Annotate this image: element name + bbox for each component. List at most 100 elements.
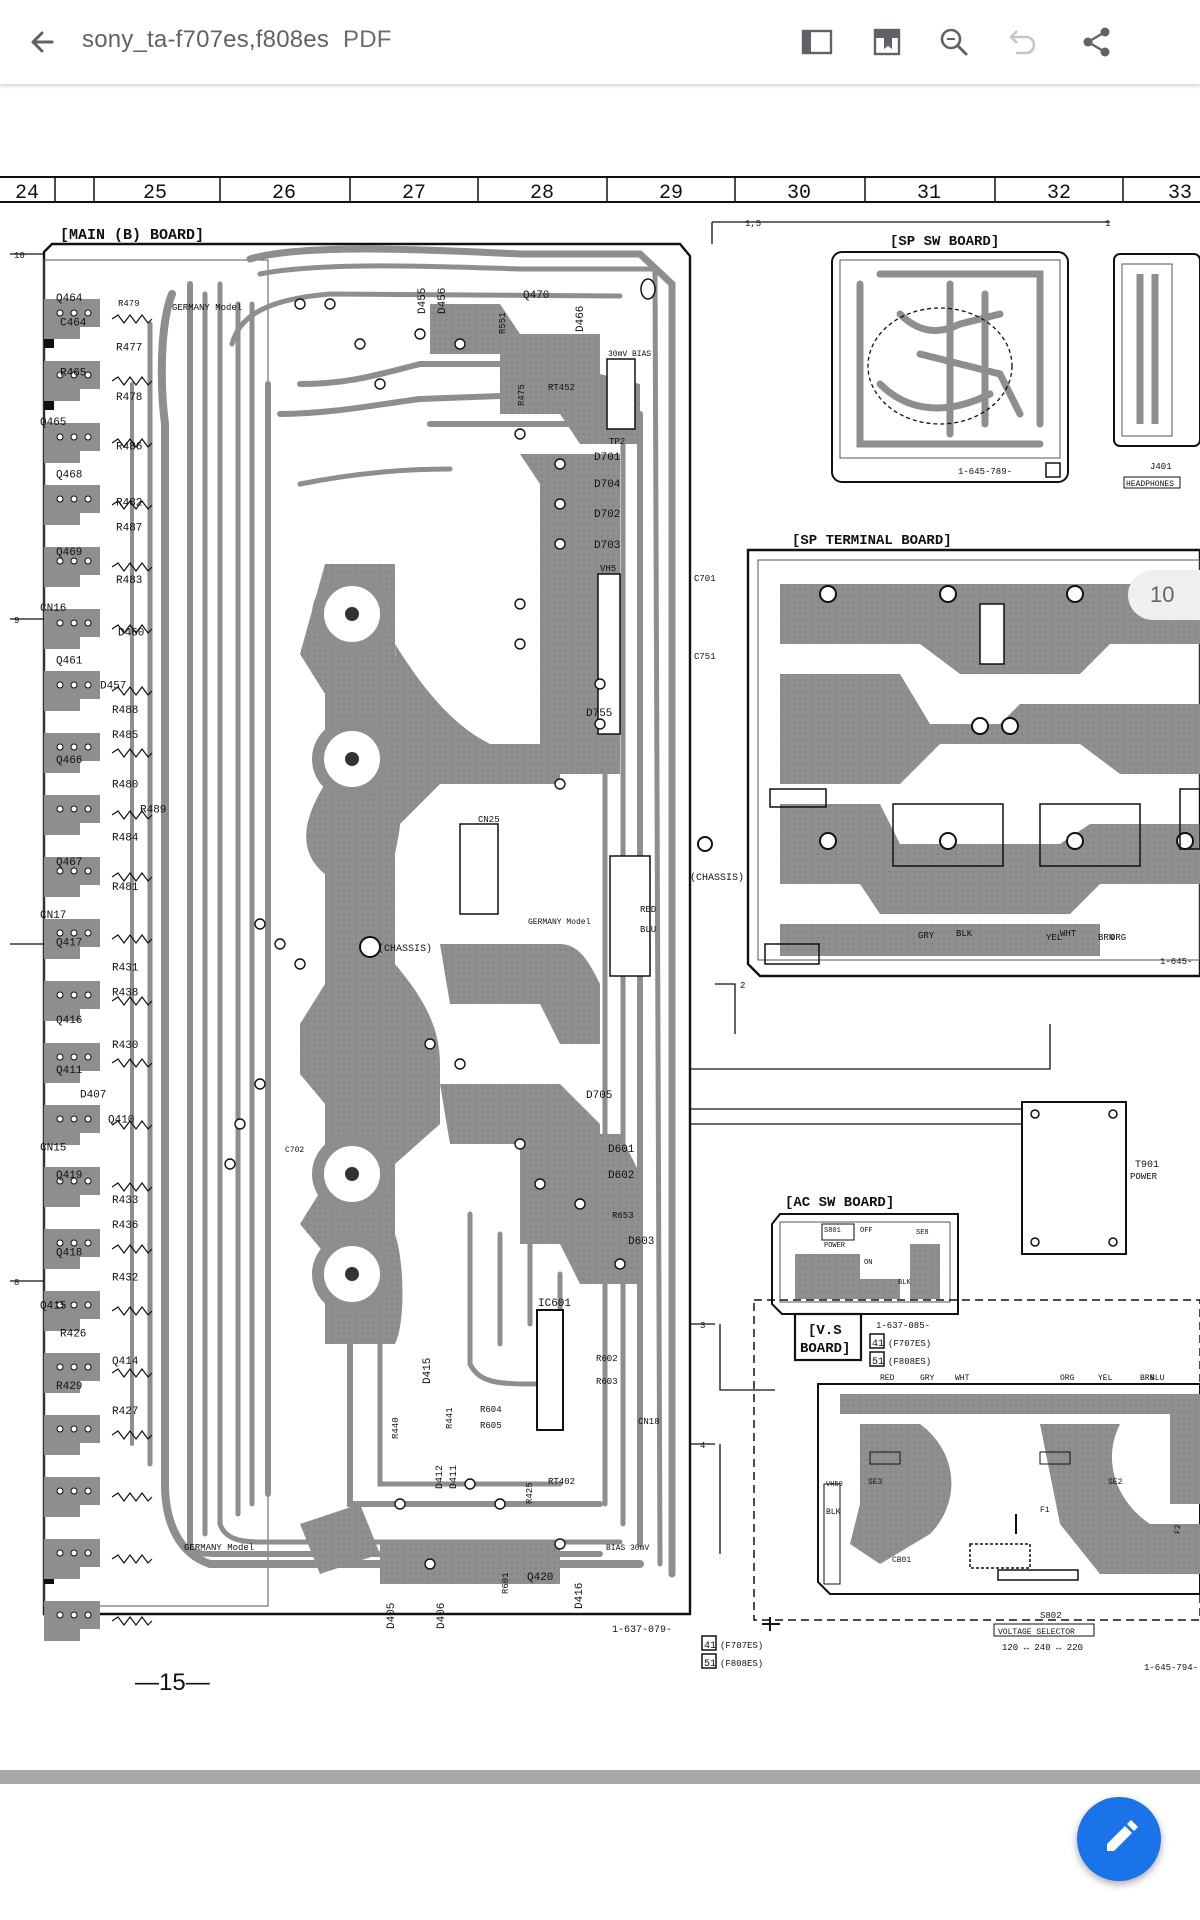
back-button[interactable] [22,22,62,62]
wire-color-wht: WHT [1060,929,1077,939]
tp2-label: TP2 [609,437,625,447]
column-31: 31 [917,182,941,205]
solder-pad [534,1178,546,1190]
resistor-symbol [111,686,153,696]
solder-hole [84,743,92,751]
on-label: ON [864,1259,872,1267]
solder-hole [70,619,78,627]
vh50-label: VH50 [826,1481,843,1489]
solder-hole [56,1239,64,1247]
solder-pad [294,298,306,310]
component-q418: Q418 [56,1248,82,1260]
solder-pad [234,1118,246,1130]
variant-41-code-ac: 41 [872,1339,884,1350]
outline-button[interactable] [797,22,837,62]
solder-pad [554,458,566,470]
resistor-symbol [111,810,153,820]
component-c464: C464 [60,318,87,330]
component-q419: Q419 [56,1170,82,1182]
solder-pad [454,1058,466,1070]
ac-sw-board-title: [AC SW BOARD] [785,1195,894,1211]
solder-hole [70,1363,78,1371]
left-pads [44,299,153,1641]
solder-hole [56,1487,64,1495]
solder-pad [254,1078,266,1090]
component-r487: R487 [116,522,142,534]
search-button[interactable] [934,22,974,62]
resistor-symbol [111,438,153,448]
resistor-symbol [111,376,153,386]
copper-pad [44,1229,100,1269]
resistor-symbol [111,748,153,758]
c702-label: C702 [285,1146,304,1155]
solder-hole [84,1363,92,1371]
d703-label: D703 [594,540,620,552]
solder-hole [56,805,64,813]
wire-color-brn: BRN [1098,933,1114,943]
d456-label: D456 [437,288,449,314]
solder-hole [84,1115,92,1123]
resistor-symbol [111,1616,153,1626]
column-24: 24 [15,182,39,205]
bookmark-button[interactable] [867,22,907,62]
solder-hole [70,1239,78,1247]
solder-hole [70,1425,78,1433]
bias-30mv-top-label: 30mV BIAS [608,350,651,359]
edit-fab-button[interactable] [1077,1797,1161,1881]
copper-pad [44,1167,100,1207]
pdf-viewport[interactable]: 24 25 26 27 28 29 30 31 32 33 [MAIN (B) … [0,84,1200,1770]
variant-41-code-main: 41 [704,1641,716,1652]
solder-hole [84,1177,92,1185]
copper-pad [44,981,100,1021]
resistor-symbol [111,1058,153,1068]
component-q415: Q415 [40,1300,66,1312]
vs-wire-color-yel: YEL [1098,1374,1113,1383]
connector-15-label: 1,5 [745,219,761,229]
outline-icon [801,29,833,55]
solder-hole [84,1301,92,1309]
solder-hole [84,1425,92,1433]
component-r488: R488 [112,705,138,717]
resistor-symbol [111,624,153,634]
share-button[interactable] [1077,22,1117,62]
main-board-title: [MAIN (B) BOARD] [60,227,204,244]
solder-pad [554,498,566,510]
column-27: 27 [402,182,426,205]
solder-pad [294,958,306,970]
variant-41-model-ac: (F707ES) [888,1339,931,1349]
component-cn15: CN15 [40,1142,66,1154]
power-transformer: T901 POWER [1021,1101,1159,1255]
solder-hole [56,1363,64,1371]
column-ruler: 24 25 26 27 28 29 30 31 32 33 [0,176,1200,205]
solder-hole [70,309,78,317]
solder-pad [594,718,606,730]
component-q461: Q461 [56,656,83,668]
r441-label: R441 [445,1407,455,1429]
solder-hole [56,619,64,627]
component-r429: R429 [56,1381,82,1393]
se3-label: SE3 [868,1478,883,1487]
component-d460: D460 [118,628,144,640]
wire-color-red: RED [640,905,656,915]
solder-hole [84,681,92,689]
vs-board: [V.S BOARD] S802 VOLTAGE SELECTOR 120 ↔ … [753,1299,1200,1673]
undo-button[interactable] [1002,22,1042,62]
copper-pad [44,1291,100,1331]
solder-hole [84,1549,92,1557]
solder-pad [554,538,566,550]
r551-label: R551 [498,312,508,334]
solder-pad [414,328,426,340]
connector-10-label: 10 [14,251,25,261]
solder-pad [374,378,386,390]
d603-label: D603 [628,1236,654,1248]
column-28: 28 [530,182,554,205]
vs-board-title-line2: BOARD] [800,1341,850,1357]
solder-pad [424,1558,436,1570]
d701-label: D701 [594,452,621,464]
voltage-values: 120 ↔ 240 ↔ 220 [1002,1643,1083,1653]
chassis-label-center: (CHASSIS) [378,943,432,955]
solder-hole [70,681,78,689]
f1-label: F1 [1040,1506,1050,1515]
component-cn17: CN17 [40,910,66,922]
